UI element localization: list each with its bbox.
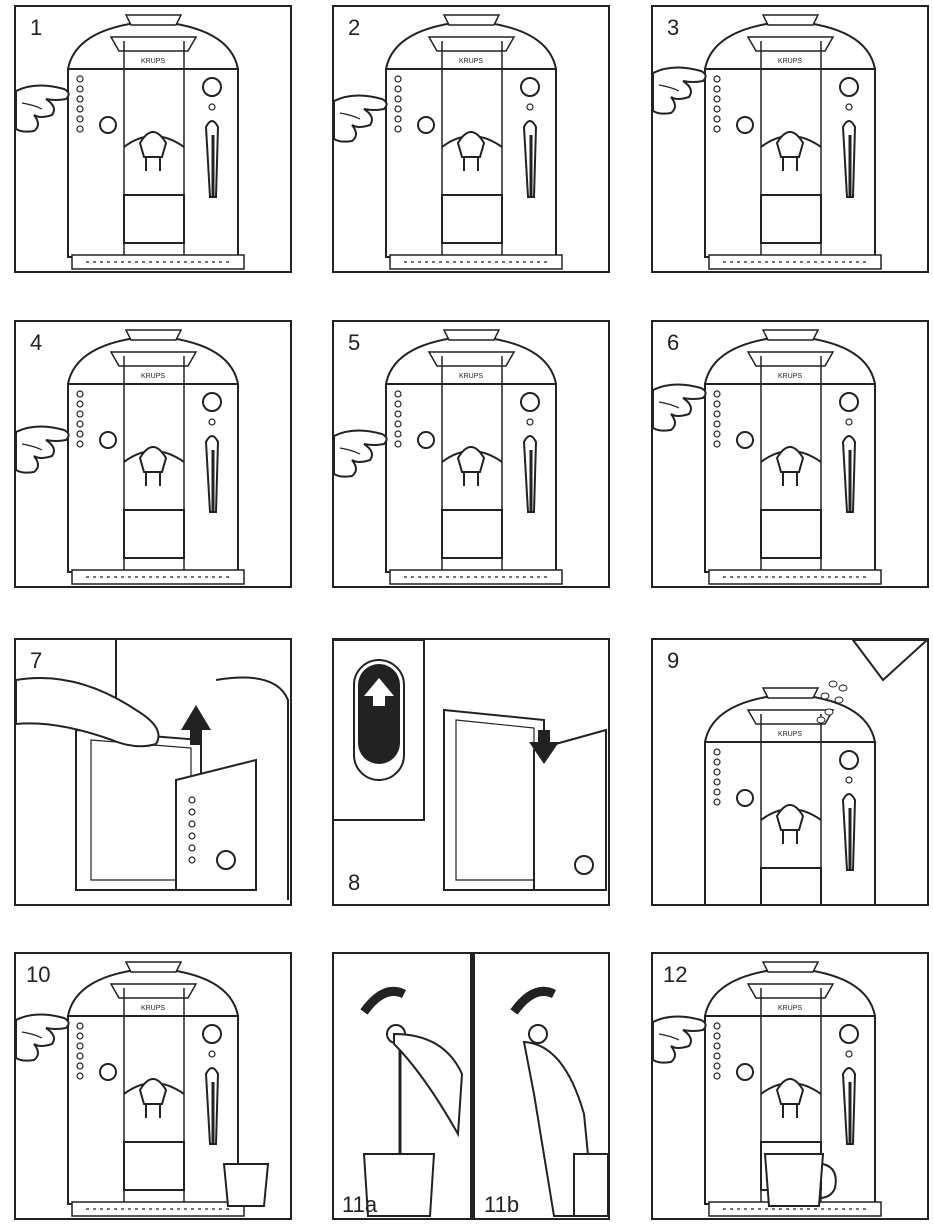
step-number-11b: 11b	[484, 1192, 520, 1217]
step-number: 10	[26, 962, 51, 987]
steam-knob-illustration	[360, 986, 608, 1217]
step-number: 1	[30, 15, 43, 40]
arrow-up-icon	[181, 705, 211, 745]
step-panel-5: 5 KRUPS	[332, 320, 610, 588]
step-number: 12	[663, 962, 688, 987]
step-panel-9: 9 KRUPS	[651, 638, 929, 906]
brand-text: KRUPS	[141, 1005, 165, 1012]
brand-text: KRUPS	[459, 373, 483, 380]
water-tank-lift-illustration	[16, 640, 289, 900]
brand-text: KRUPS	[778, 58, 802, 65]
machine-illustration: KRUPS	[653, 13, 883, 271]
step-panel-8: 8	[332, 638, 610, 906]
step-panel-11: 11a 11b	[332, 952, 610, 1220]
rotate-left-arrow-icon	[360, 986, 407, 1015]
cup-icon	[222, 1163, 270, 1207]
step-number: 8	[348, 870, 361, 895]
brand-text: KRUPS	[778, 731, 802, 738]
arrow-down-icon	[529, 730, 559, 764]
step-panel-3: 3 KRUPS	[651, 5, 929, 273]
machine-illustration: KRUPS	[334, 328, 564, 586]
step-panel-1: 1 KRUPS	[14, 5, 292, 273]
rotate-right-arrow-icon	[510, 986, 557, 1015]
brand-text: KRUPS	[459, 58, 483, 65]
machine-illustration: KRUPS	[16, 13, 246, 271]
machine-illustration: KRUPS	[334, 13, 564, 271]
machine-illustration: KRUPS	[16, 328, 246, 586]
brand-text: KRUPS	[141, 58, 165, 65]
step-number: 3	[667, 15, 680, 40]
fill-beans-illustration: KRUPS	[703, 640, 927, 904]
step-number: 2	[348, 15, 361, 40]
step-number-11a: 11a	[342, 1192, 378, 1217]
step-number: 6	[667, 330, 680, 355]
step-number: 9	[667, 648, 680, 673]
water-tank-insert-illustration	[334, 640, 607, 891]
step-panel-10: 10 KRUPS	[14, 952, 292, 1220]
step-panel-7: 7	[14, 638, 292, 906]
machine-illustration: KRUPS	[653, 328, 883, 586]
panel-divider	[470, 954, 475, 1218]
step-number: 4	[30, 330, 43, 355]
cup-icon	[763, 1153, 825, 1207]
step-number: 5	[348, 330, 361, 355]
brand-text: KRUPS	[778, 1005, 802, 1012]
machine-illustration: KRUPS	[653, 960, 883, 1218]
step-number: 7	[30, 648, 43, 673]
arrow-up-icon	[364, 678, 394, 706]
step-panel-6: 6 KRUPS	[651, 320, 929, 588]
machine-illustration: KRUPS	[16, 960, 270, 1218]
step-panel-2: 2 KRUPS	[332, 5, 610, 273]
brand-text: KRUPS	[141, 373, 165, 380]
step-panel-12: 12 KRUPS	[651, 952, 929, 1220]
brand-text: KRUPS	[778, 373, 802, 380]
step-panel-4: 4 KRUPS	[14, 320, 292, 588]
